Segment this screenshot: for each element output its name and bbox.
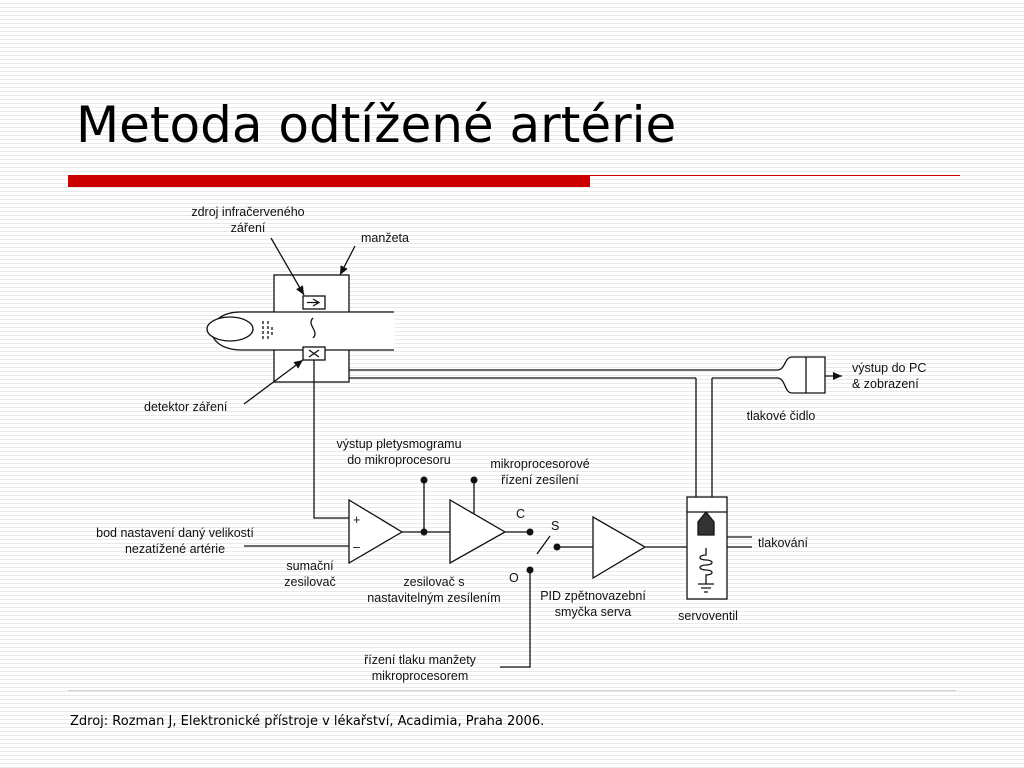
label-cuff-control-line1: řízení tlaku manžety <box>364 653 477 667</box>
label-switch-o: O <box>509 571 519 585</box>
label-setpoint-line2: nezatížené artérie <box>125 542 225 556</box>
label-pleth-output-line2: do mikroprocesoru <box>347 453 451 467</box>
label-switch-s: S <box>551 519 559 533</box>
signal-wires <box>244 360 752 668</box>
label-gain-control-line2: řízení zesílení <box>501 473 579 487</box>
label-setpoint-line1: bod nastavení daný velikostí <box>96 526 254 540</box>
pressure-sensor-shape <box>776 356 826 394</box>
label-summing-line2: zesilovač <box>284 575 335 589</box>
label-cuff-control-line2: mikroprocesorem <box>372 669 469 683</box>
label-output-pc-line1: výstup do PC <box>852 361 926 375</box>
label-plus-input: + <box>353 513 360 527</box>
label-output-pc-line2: & zobrazení <box>852 377 919 391</box>
label-servovalve: servoventil <box>678 609 738 623</box>
title-underline-rule <box>590 175 960 176</box>
label-pid-line2: smyčka serva <box>555 605 631 619</box>
label-pressurization: tlakování <box>758 536 809 550</box>
label-detector: detektor záření <box>144 400 228 414</box>
title-underline-accent <box>68 175 590 187</box>
pid-amplifier <box>592 515 647 580</box>
servovalve <box>686 496 728 600</box>
pressure-tubes <box>349 356 826 497</box>
finger-cuff-assembly <box>206 274 394 383</box>
label-ir-source-line1: zdroj infračerveného <box>191 205 304 219</box>
label-cuff: manžeta <box>361 231 409 245</box>
footer-divider <box>68 690 956 691</box>
label-pid-line1: PID zpětnovazební <box>540 589 646 603</box>
variable-gain-amplifier <box>449 498 507 565</box>
source-citation: Zdroj: Rozman J, Elektronické přístroje … <box>70 714 545 729</box>
label-pressure-sensor: tlakové čidlo <box>747 409 816 423</box>
label-ir-source-line2: záření <box>231 221 266 235</box>
label-summing-line1: sumační <box>286 559 334 573</box>
page-title: Metoda odtížené artérie <box>76 96 677 154</box>
label-switch-c: C <box>516 507 525 521</box>
label-pleth-output-line1: výstup pletysmogramu <box>336 437 461 451</box>
summing-amplifier <box>348 498 404 565</box>
label-gain-control-line1: mikroprocesorové <box>490 457 589 471</box>
label-minus-input: – <box>353 540 360 554</box>
label-variable-amp-line1: zesilovač s <box>403 575 464 589</box>
label-variable-amp-line2: nastavitelným zesílením <box>367 591 500 605</box>
fingernail <box>206 316 254 342</box>
